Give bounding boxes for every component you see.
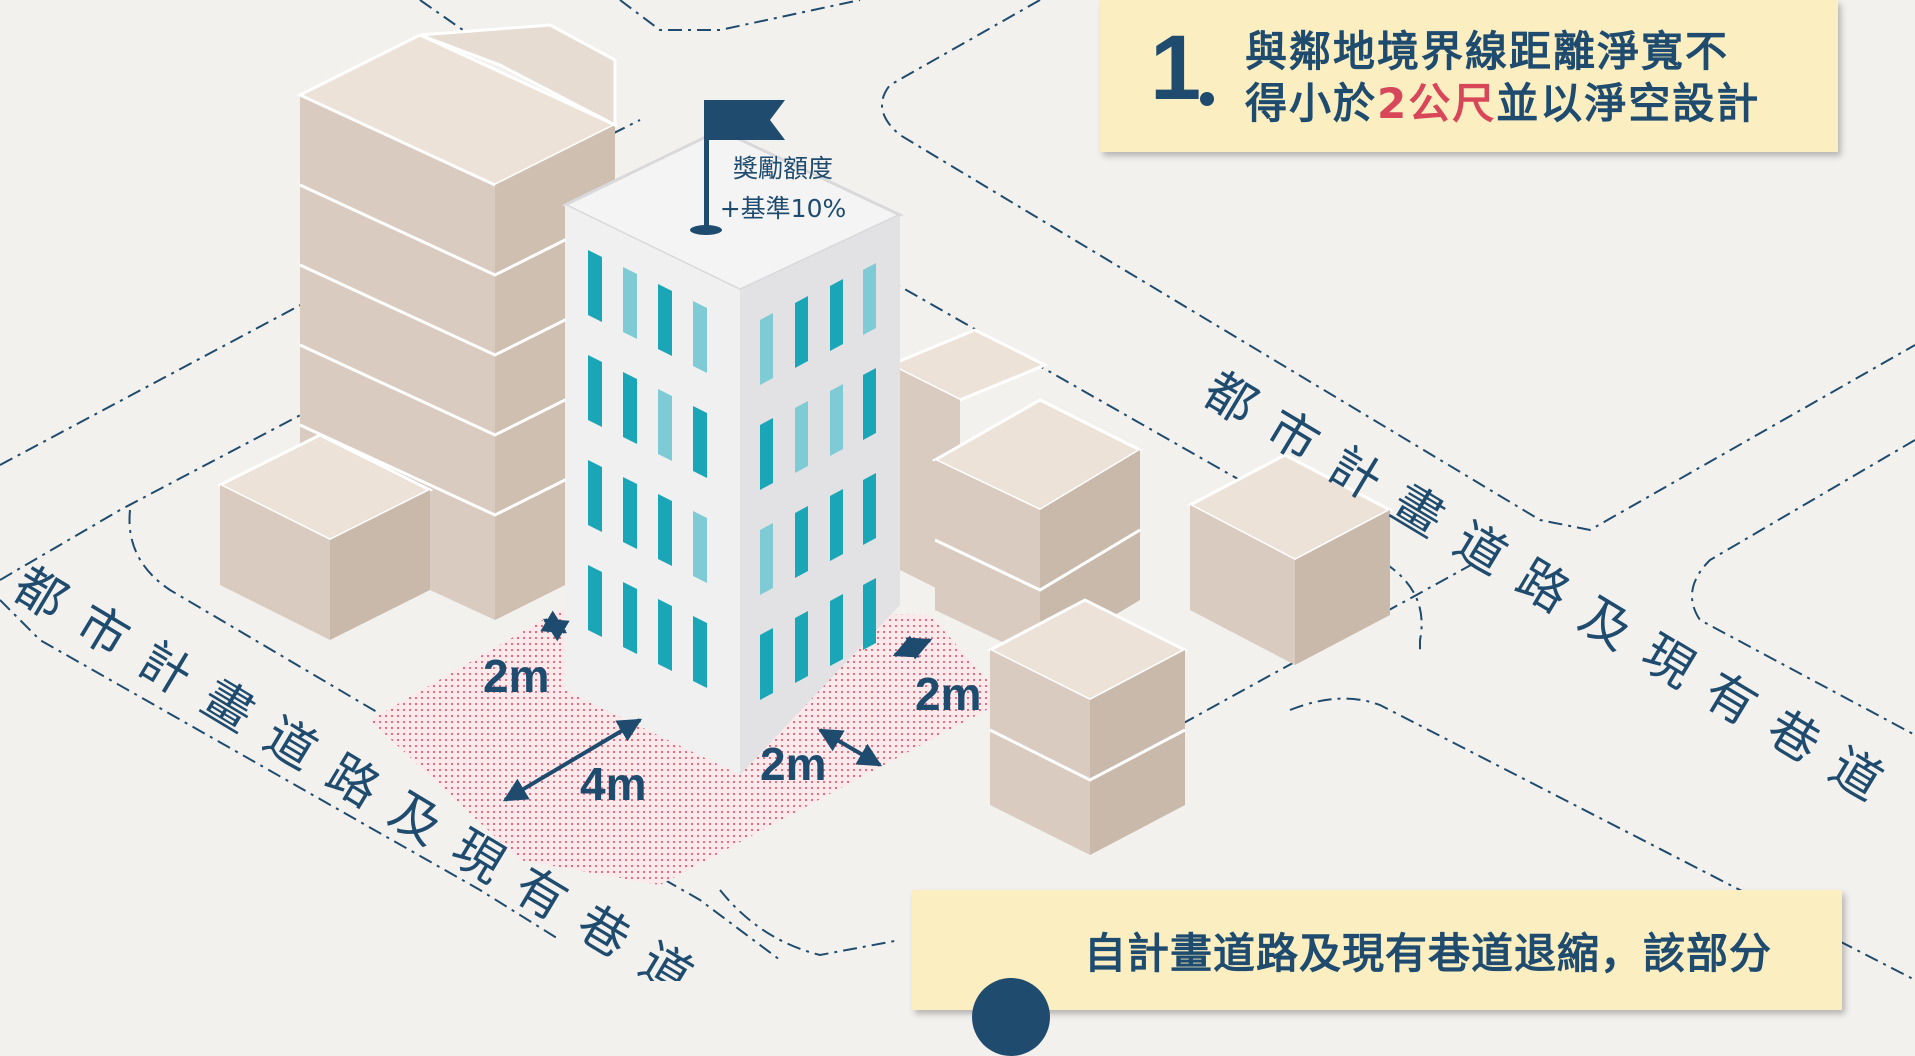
note-line-1: 與鄰地境界線距離淨寬不	[1245, 27, 1730, 76]
building-right-mid	[931, 398, 1144, 660]
building-right-front	[986, 598, 1189, 855]
note-road-setback: 自計畫道路及現有巷道退縮，該部分	[912, 890, 1842, 1056]
building-far-right	[1186, 453, 1394, 665]
dim-right-setback: 2m	[915, 668, 981, 720]
flag-label-line2: +基準10%	[720, 194, 847, 223]
dimension-arrows	[502, 610, 933, 802]
dim-front-setback: 2m	[760, 738, 826, 790]
bullet-circle-icon	[972, 978, 1050, 1056]
isometric-scene: 獎勵額度 +基準10% 2m 4m 2m 2m 都市計畫道路及現有巷道 都市計畫…	[0, 0, 1915, 981]
building-left-low	[216, 433, 434, 640]
note-line-2: 得小於2公尺並以淨空設計	[1245, 79, 1761, 128]
dim-left-setback: 2m	[483, 650, 549, 702]
bullet-dot-icon	[1200, 92, 1214, 106]
note-number: 1	[1150, 17, 1202, 119]
flag-label-line1: 獎勵額度	[733, 154, 833, 183]
dim-road-setback: 4m	[580, 758, 646, 810]
note-2-line-1: 自計畫道路及現有巷道退縮，該部分	[1084, 929, 1773, 978]
flag-icon	[690, 100, 785, 235]
main-tower	[561, 128, 904, 775]
note-setback-neighbor: 1 與鄰地境界線距離淨寬不 得小於2公尺並以淨空設計	[1100, 0, 1838, 152]
note-highlight: 2公尺	[1377, 79, 1497, 128]
